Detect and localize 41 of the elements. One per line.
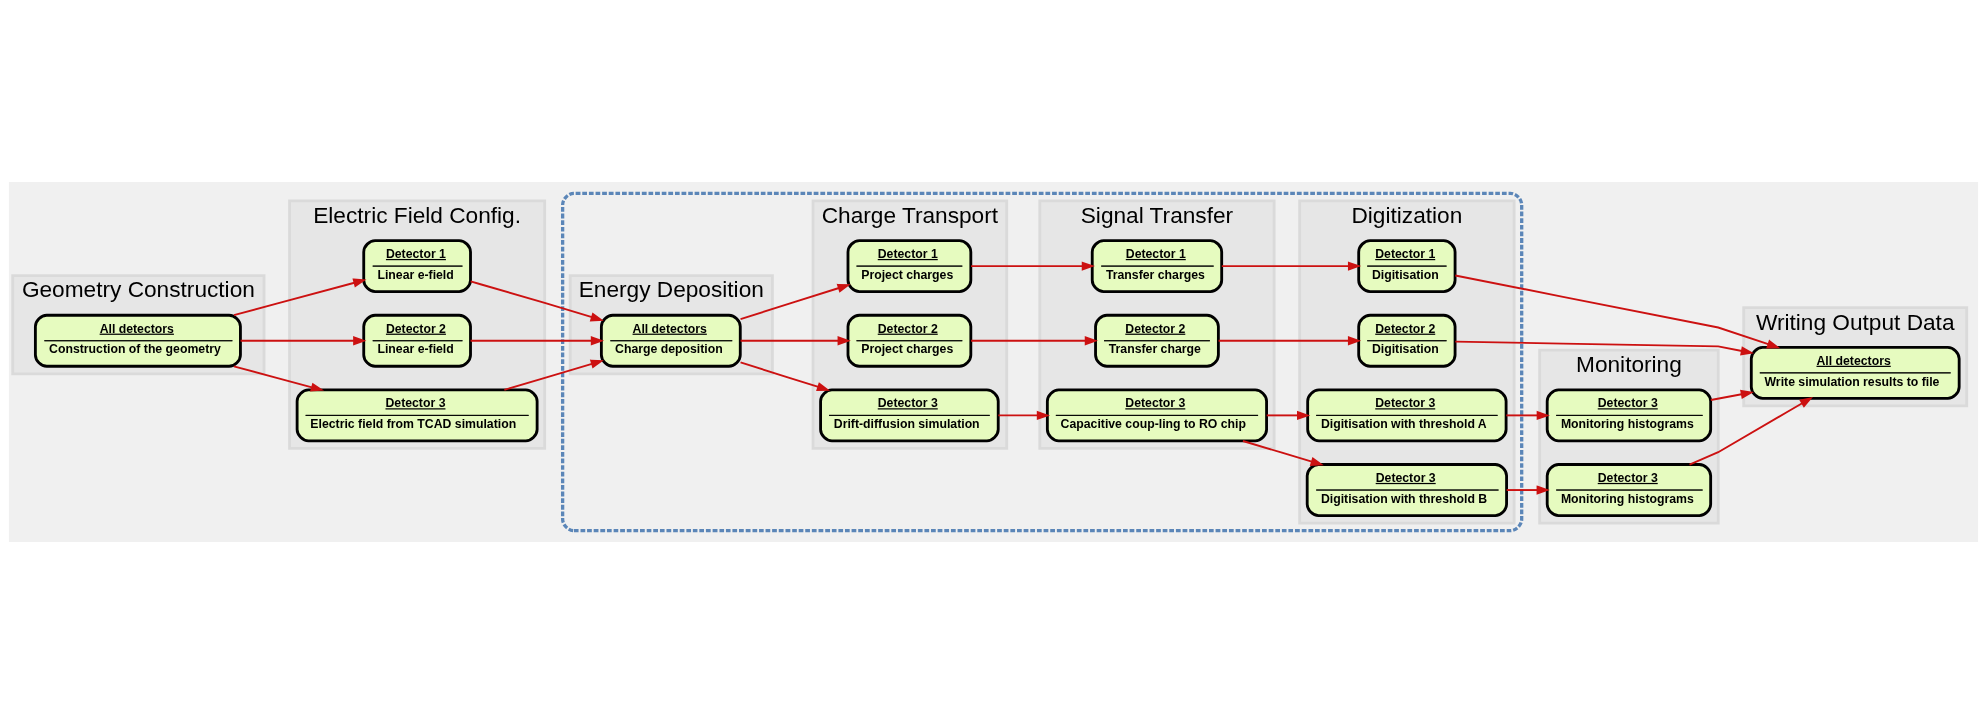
node-box: Detector 1 Transfer charges (1090, 238, 1224, 293)
node-box: Detector 2 Transfer charge (1094, 313, 1220, 368)
arrow (1454, 274, 1781, 348)
node-box: Detector 1 Project charges (846, 238, 973, 293)
node-box: All detectors Write simulation results to file (1749, 345, 1961, 400)
arrow (970, 260, 1095, 271)
node-box: Detector 3 Digitisation with threshold A (1306, 387, 1508, 442)
node-box: Detector 3 Monitoring histograms (1545, 387, 1713, 442)
arrow (239, 335, 367, 345)
arrow (970, 335, 1098, 345)
node-box: Detector 3 Digitisation with threshold B (1305, 462, 1508, 517)
cluster (560, 191, 1524, 532)
arrow (739, 335, 851, 345)
arrow (1505, 410, 1550, 420)
arrow (1217, 335, 1362, 345)
node-box: Detector 3 Drift-diffusion simulation (819, 387, 1000, 442)
arrow (739, 361, 831, 391)
arrow (1220, 260, 1362, 271)
node-box: All detectors Construction of the geometry (33, 313, 242, 368)
arrow (1505, 484, 1550, 495)
node-box: Detector 1 Linear e-field (362, 238, 472, 293)
node-box: Detector 1 Digitisation (1357, 238, 1457, 293)
arrow (503, 359, 604, 391)
node-box: Detector 2 Project charges (846, 313, 973, 368)
node-box: Detector 3 Capacitive coup-ling to RO chip (1045, 387, 1268, 442)
arrow (469, 335, 605, 345)
node-box: Detector 3 Electric field from TCAD simulation (295, 387, 539, 442)
arrow (232, 277, 367, 316)
arrow (1454, 340, 1754, 355)
arrow (1688, 396, 1813, 465)
arrow (997, 410, 1051, 420)
node-box: All detectors Charge deposition (599, 313, 742, 368)
node-box: Detector 3 Monitoring histograms (1545, 462, 1713, 517)
arrow (232, 364, 324, 392)
arrow (469, 279, 604, 321)
arrow (1709, 389, 1754, 401)
arrow (1265, 410, 1311, 420)
node-box: Detector 2 Digitisation (1357, 313, 1457, 368)
arrow (739, 283, 851, 320)
arrow (1241, 439, 1324, 466)
node-box: Detector 2 Linear e-field (362, 313, 472, 368)
